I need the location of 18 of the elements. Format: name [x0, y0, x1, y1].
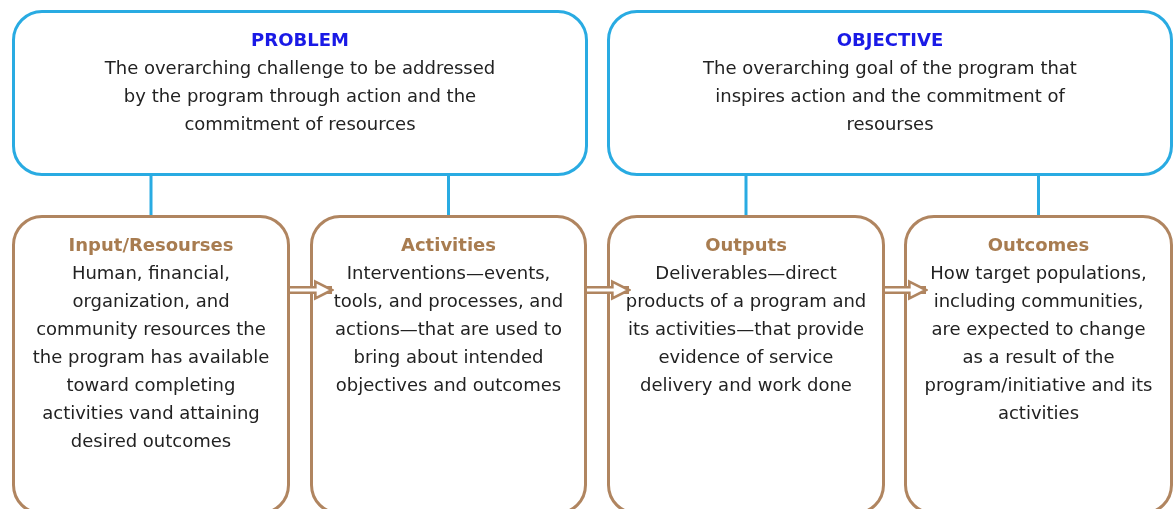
box-description: Human, financial, organization, and community resources the the program has available toward completing activities vand attaining desired outcomes [31, 261, 271, 453]
box-heading: Outcomes [986, 234, 1091, 255]
statement-box [607, 10, 1173, 176]
box-description: The overarching challenge to be addressed by the program through action and the commitment of resources [103, 56, 497, 136]
statement-box [12, 10, 588, 176]
box-heading: OBJECTIVE [835, 29, 945, 50]
stage-box [310, 215, 587, 509]
box-description: Deliverables—direct products of a program and its activities—that provide evidence of service delivery and work done [624, 261, 868, 397]
box-description: How target populations, including communities, are expected to change as a result of the program/initiative and its activities [923, 261, 1154, 425]
box-description: The overarching goal of the program that inspires action and the commitment of resourses [702, 56, 1078, 136]
stage-box [12, 215, 290, 509]
box-description: Interventions—events, tools, and processes, and actions—that are used to bring about intended objectives and outcomes [332, 261, 565, 397]
box-heading: Input/Resourses [67, 234, 235, 255]
box-heading: Outputs [704, 234, 788, 255]
box-heading: Activities [400, 234, 497, 255]
stage-box [904, 215, 1173, 509]
stage-box [607, 215, 885, 509]
box-heading: PROBLEM [250, 29, 350, 50]
